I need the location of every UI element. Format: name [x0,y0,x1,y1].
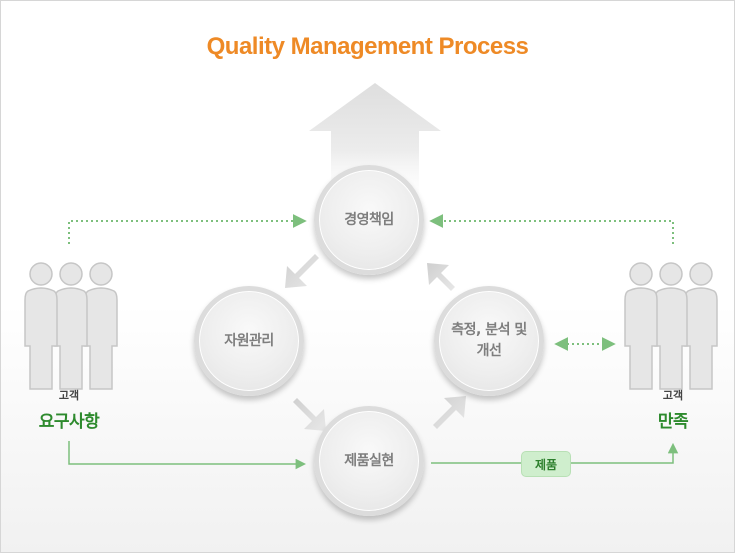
diagram-title: Quality Management Process [206,33,529,60]
dotted-connector-right [429,214,674,244]
right-customer-satisfaction-label: 만족 [657,412,689,432]
customer-group-left-icon [24,262,118,390]
step-measurement-analysis: 측정, 분석 및 개선 [434,286,544,396]
step-resource-label: 자원관리 [224,332,274,349]
step-resource-management: 자원관리 [194,286,304,396]
connector-realization-to-satisfaction [431,442,679,464]
left-customer-requirements-label: 요구사항 [38,412,100,432]
step-measurement-label: 측정, 분석 및 개선 [451,322,527,359]
arrow-measurement-to-management [427,263,455,291]
step-management-label: 경영책임 [344,211,394,228]
step-realization-label: 제품실현 [344,452,394,469]
arrow-resource-to-realization [293,398,326,431]
dotted-connector-left [68,214,307,244]
customer-group-right-icon [624,262,718,390]
step-product-realization: 제품실현 [314,406,424,516]
step-management-responsibility: 경영책임 [314,165,424,275]
left-customer-small-label: 고객 [58,389,80,402]
right-customer-small-label: 고객 [662,389,684,402]
arrow-management-to-resource [285,254,319,288]
product-badge: 제품 [521,451,571,477]
connector-requirements-to-realization [68,441,307,470]
arrow-realization-to-measurement [433,396,466,429]
